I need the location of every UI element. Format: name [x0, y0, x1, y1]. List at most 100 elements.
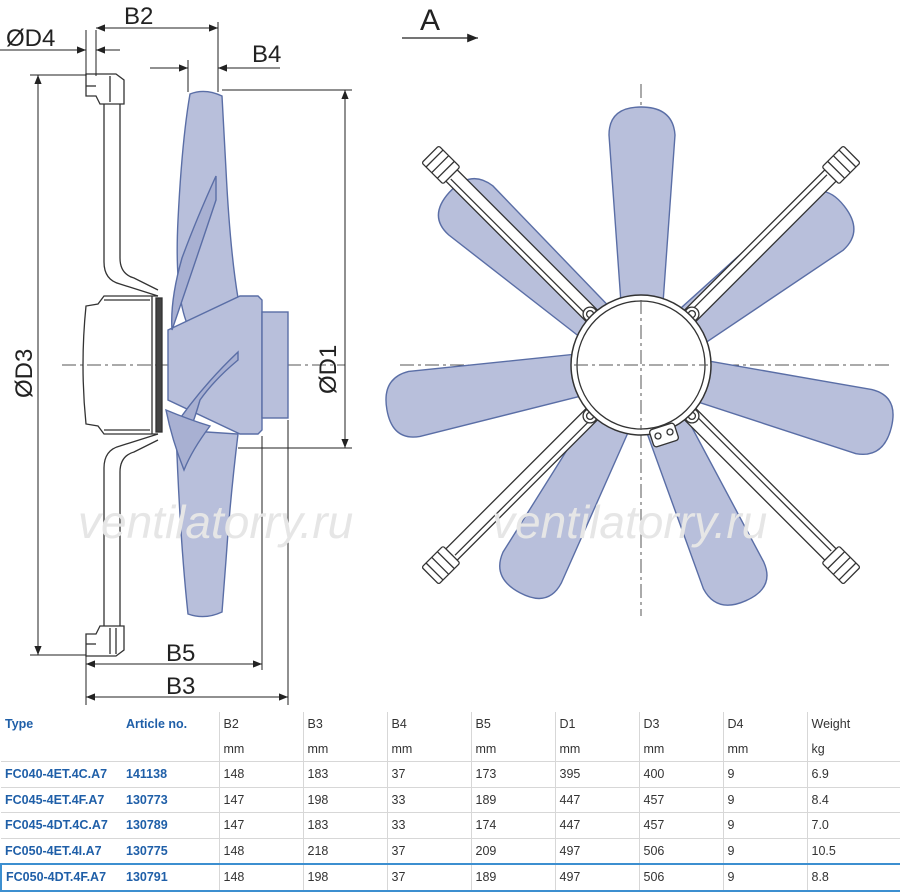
value-cell: 147	[218, 787, 303, 813]
column-unit: mm	[638, 736, 723, 762]
watermark-right: ventilatorry.ru	[492, 496, 767, 548]
dim-label-b5: B5	[166, 640, 195, 667]
value-cell: 497	[554, 838, 639, 865]
article-cell: 130773	[122, 787, 219, 813]
value-cell: 189	[470, 863, 555, 892]
column-header: Type	[5, 717, 34, 732]
type-cell: FC040-4ET.4C.A7	[1, 761, 122, 788]
value-cell: 189	[470, 787, 555, 813]
value-cell: 147	[218, 812, 303, 839]
type-cell: FC045-4ET.4F.A7	[1, 787, 122, 813]
value-cell: 8.4	[806, 787, 900, 813]
value-cell: 447	[554, 787, 639, 813]
view-a-indicator: A	[402, 4, 478, 43]
column-unit: kg	[806, 736, 900, 762]
column-unit	[1, 736, 122, 762]
motor-housing	[82, 295, 163, 435]
value-cell: 8.8	[806, 863, 900, 892]
value-cell: 209	[470, 838, 555, 865]
view-label-a: A	[420, 4, 440, 37]
value-cell: 33	[386, 812, 471, 839]
blade-front	[694, 359, 894, 455]
value-cell: 37	[386, 761, 471, 788]
article-cell: 130789	[122, 812, 219, 839]
value-cell: 148	[218, 838, 303, 865]
column-header: B3	[302, 712, 387, 737]
value-cell: 506	[638, 838, 723, 865]
type-cell: FC050-4ET.4I.A7	[1, 838, 122, 865]
column-unit: mm	[218, 736, 303, 762]
column-unit: mm	[302, 736, 387, 762]
value-cell: 33	[386, 787, 471, 813]
blade-front	[385, 353, 585, 438]
blade-front	[499, 408, 631, 600]
value-cell: 9	[722, 863, 807, 892]
dim-label-d1: ØD1	[315, 345, 342, 394]
guard-arms-front	[421, 145, 861, 585]
value-cell: 447	[554, 812, 639, 839]
value-cell: 174	[470, 812, 555, 839]
column-header: D1	[554, 712, 639, 737]
value-cell: 9	[722, 812, 807, 839]
value-cell: 457	[638, 787, 723, 813]
value-cell: 9	[722, 787, 807, 813]
value-cell: 497	[554, 863, 639, 892]
value-cell: 183	[302, 761, 387, 788]
dim-label-b2: B2	[124, 3, 153, 30]
value-cell: 198	[302, 787, 387, 813]
value-cell: 395	[554, 761, 639, 788]
front-view	[385, 84, 894, 616]
type-cell: FC045-4DT.4C.A7	[1, 812, 122, 839]
value-cell: 6.9	[806, 761, 900, 788]
article-cell: 130775	[122, 838, 219, 865]
dimension-lines	[0, 22, 352, 705]
column-unit: mm	[386, 736, 471, 762]
value-cell: 457	[638, 812, 723, 839]
blade-front	[645, 412, 768, 606]
dim-label-d4: ØD4	[6, 25, 55, 52]
value-cell: 148	[218, 761, 303, 788]
dim-label-b3: B3	[166, 673, 195, 700]
value-cell: 198	[302, 863, 387, 892]
column-header: B2	[218, 712, 303, 737]
value-cell: 148	[218, 863, 303, 892]
column-unit: mm	[554, 736, 639, 762]
article-cell: 141138	[122, 761, 219, 788]
column-header: Article no.	[126, 717, 188, 732]
column-unit	[122, 736, 219, 762]
column-header: B4	[386, 712, 471, 737]
value-cell: 400	[638, 761, 723, 788]
column-unit: mm	[722, 736, 807, 762]
guard-arm-front	[682, 145, 861, 324]
value-cell: 506	[638, 863, 723, 892]
dim-label-b4: B4	[252, 41, 281, 68]
value-cell: 9	[722, 761, 807, 788]
value-cell: 9	[722, 838, 807, 865]
column-header: Weight	[806, 712, 900, 737]
value-cell: 218	[302, 838, 387, 865]
watermark-left: ventilatorry.ru	[78, 496, 353, 548]
article-cell: 130791	[122, 863, 219, 892]
blades-side	[165, 90, 289, 618]
value-cell: 37	[386, 838, 471, 865]
dim-label-d3: ØD3	[11, 349, 38, 398]
column-header: B5	[470, 712, 555, 737]
side-view: ØD4 B2 B4 ØD3 ØD1 B5 B3	[0, 3, 352, 705]
value-cell: 10.5	[806, 838, 900, 865]
type-cell: FC050-4DT.4F.A7	[0, 863, 122, 892]
column-header: D3	[638, 712, 723, 737]
terminal-box	[648, 422, 680, 448]
guard-arm-front	[421, 145, 600, 324]
blade-front	[608, 106, 676, 304]
column-unit: mm	[470, 736, 555, 762]
fan-technical-drawing: ØD4 B2 B4 ØD3 ØD1 B5 B3 A ventilatorry.r…	[0, 3, 894, 705]
value-cell: 7.0	[806, 812, 900, 839]
value-cell: 183	[302, 812, 387, 839]
